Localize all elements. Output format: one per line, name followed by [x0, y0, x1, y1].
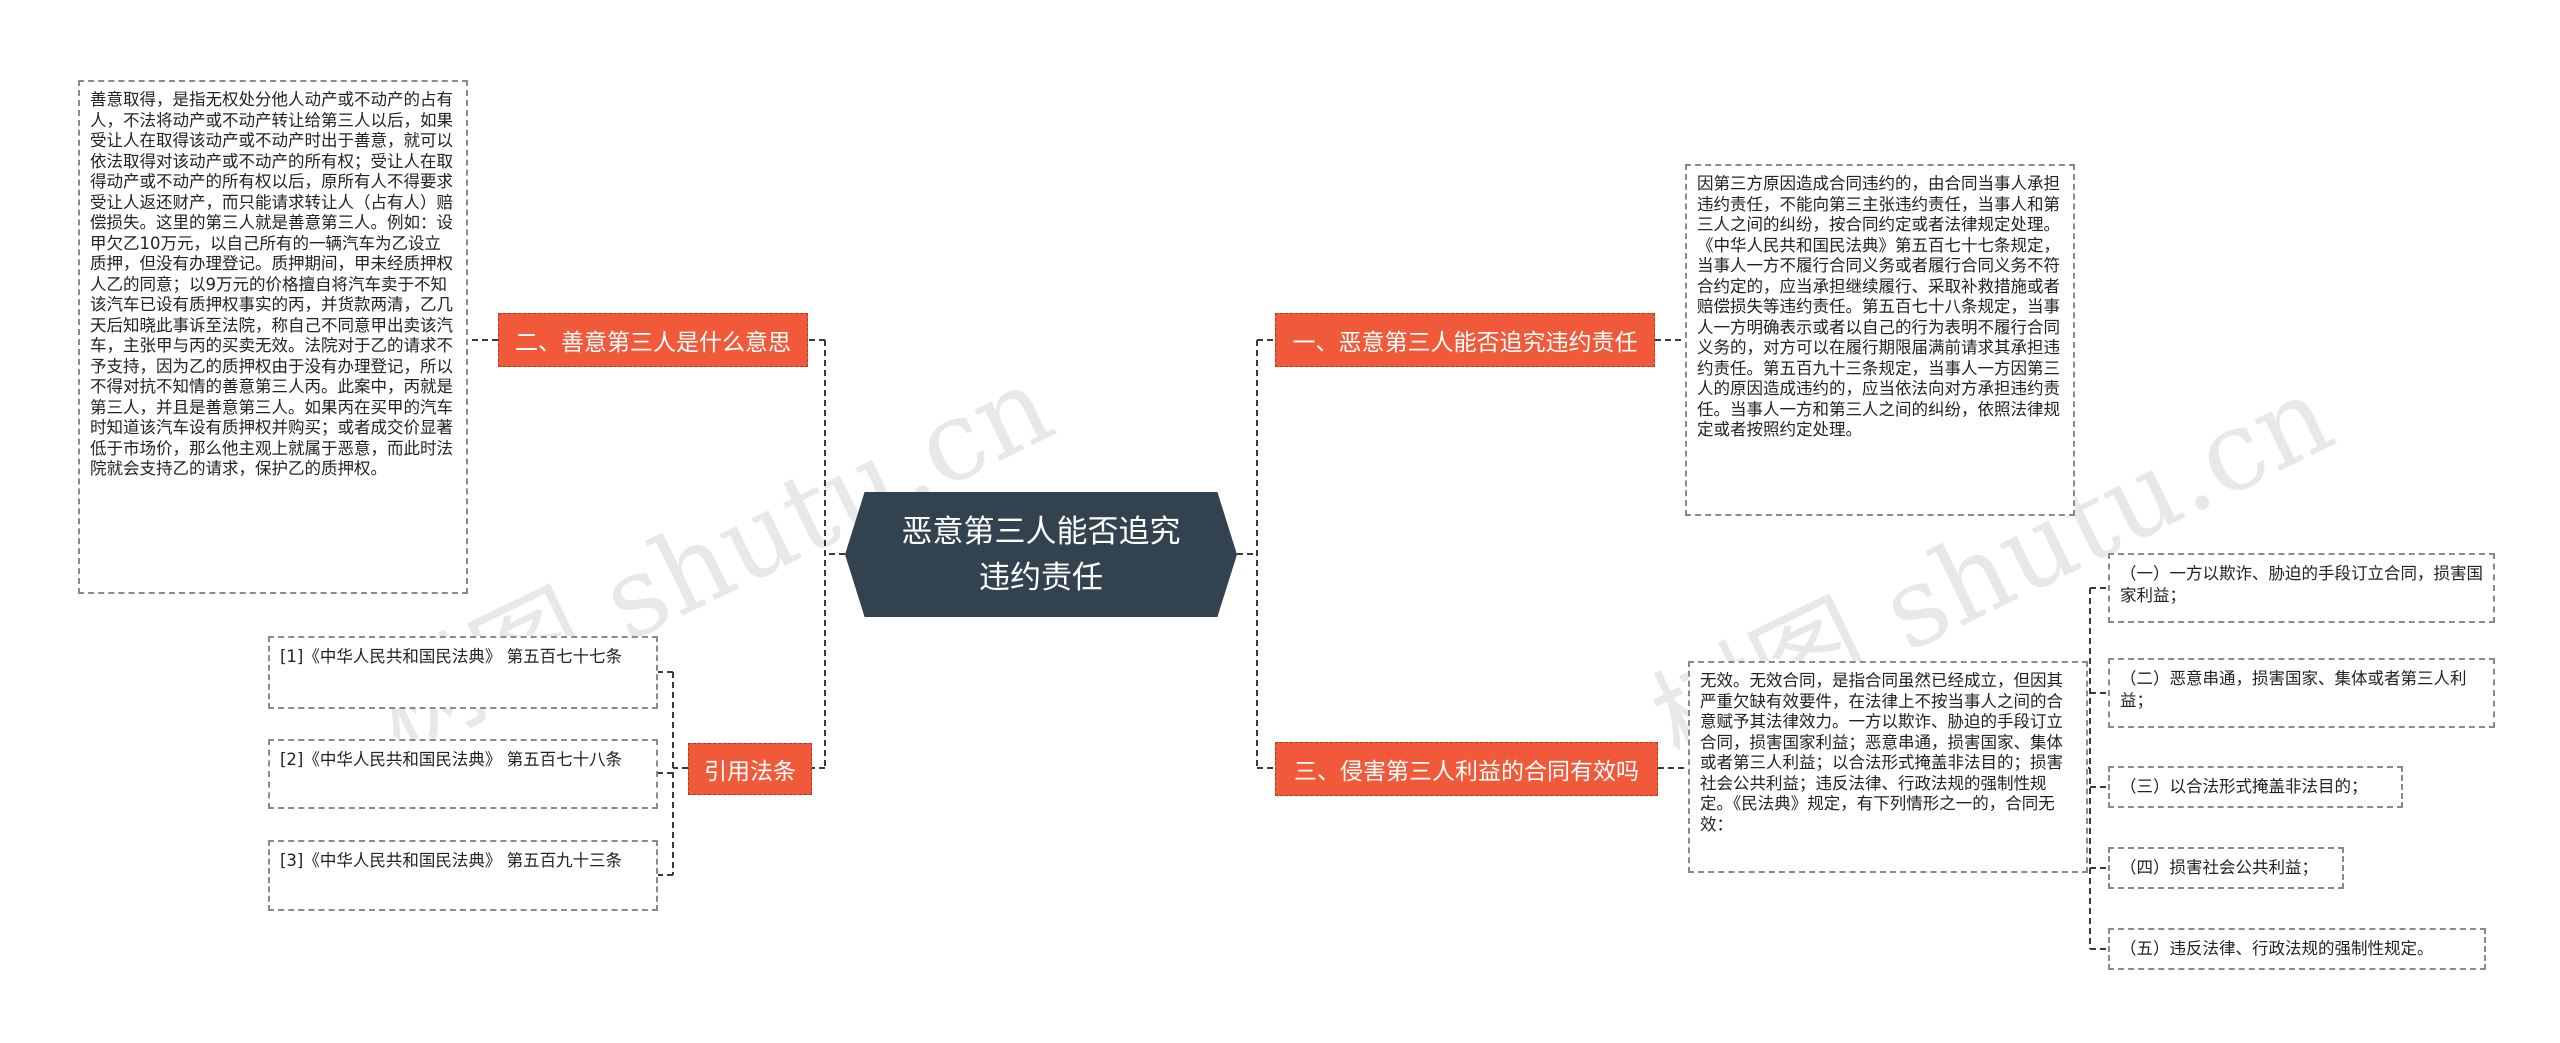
invalid-case-2[interactable]: （二）恶意串通，损害国家、集体或者第三人利益；: [2108, 658, 2495, 728]
detail-good-faith-third-party: 善意取得，是指无权处分他人动产或不动产的占有人，不法将动产或不动产转让给第三人以…: [78, 80, 468, 594]
branch-contract-validity[interactable]: 三、侵害第三人利益的合同有效吗: [1275, 742, 1658, 796]
detail-contract-validity: 无效。无效合同，是指合同虽然已经成立，但因其严重欠缺有效要件，在法律上不按当事人…: [1688, 661, 2088, 873]
branch-label: 引用法条: [704, 759, 796, 785]
detail-malicious-third-party-liability: 因第三方原因造成合同违约的，由合同当事人承担违约责任，不能向第三主张违约责任，当…: [1685, 164, 2075, 516]
ref-item-577[interactable]: [1]《中华人民共和国民法典》 第五百七十七条: [268, 636, 658, 709]
detail-text: 无效。无效合同，是指合同虽然已经成立，但因其严重欠缺有效要件，在法律上不按当事人…: [1700, 671, 2063, 834]
case-text: （三）以合法形式掩盖非法目的；: [2120, 777, 2368, 796]
invalid-case-4[interactable]: （四）损害社会公共利益；: [2108, 847, 2344, 889]
branch-good-faith-third-party[interactable]: 二、善意第三人是什么意思: [498, 313, 808, 367]
invalid-case-3[interactable]: （三）以合法形式掩盖非法目的；: [2108, 766, 2403, 808]
detail-text: 善意取得，是指无权处分他人动产或不动产的占有人，不法将动产或不动产转让给第三人以…: [90, 90, 453, 478]
case-text: （五）违反法律、行政法规的强制性规定。: [2120, 939, 2434, 958]
branch-label: 二、善意第三人是什么意思: [515, 330, 791, 356]
ref-item-593[interactable]: [3]《中华人民共和国民法典》 第五百九十三条: [268, 840, 658, 911]
invalid-case-5[interactable]: （五）违反法律、行政法规的强制性规定。: [2108, 928, 2486, 970]
branch-label: 三、侵害第三人利益的合同有效吗: [1294, 759, 1639, 785]
case-text: （二）恶意串通，损害国家、集体或者第三人利益；: [2120, 669, 2467, 710]
ref-text: [2]《中华人民共和国民法典》 第五百七十八条: [280, 750, 623, 769]
root-title: 恶意第三人能否追究违约责任: [901, 513, 1181, 596]
ref-text: [3]《中华人民共和国民法典》 第五百九十三条: [280, 851, 623, 870]
invalid-case-1[interactable]: （一）一方以欺诈、胁迫的手段订立合同，损害国家利益；: [2108, 553, 2495, 623]
case-text: （一）一方以欺诈、胁迫的手段订立合同，损害国家利益；: [2120, 564, 2483, 605]
branch-cited-laws[interactable]: 引用法条: [688, 743, 812, 795]
ref-item-578[interactable]: [2]《中华人民共和国民法典》 第五百七十八条: [268, 739, 658, 809]
branch-label: 一、恶意第三人能否追究违约责任: [1292, 330, 1638, 356]
branch-malicious-third-party-liability[interactable]: 一、恶意第三人能否追究违约责任: [1275, 313, 1655, 367]
detail-text: 因第三方原因造成合同违约的，由合同当事人承担违约责任，不能向第三主张违约责任，当…: [1697, 174, 2060, 439]
ref-text: [1]《中华人民共和国民法典》 第五百七十七条: [280, 647, 623, 666]
root-topic[interactable]: 恶意第三人能否追究违约责任: [845, 492, 1237, 617]
case-text: （四）损害社会公共利益；: [2120, 858, 2318, 877]
